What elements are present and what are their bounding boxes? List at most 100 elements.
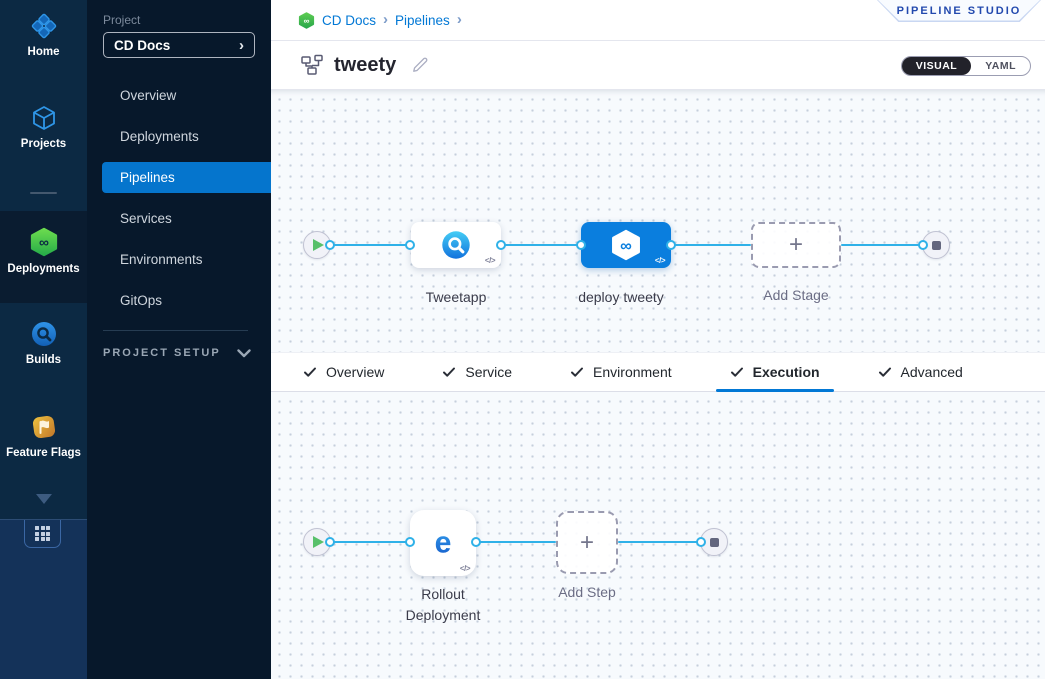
menu-item-deployments[interactable]: Deployments — [120, 129, 199, 144]
chevron-down-icon — [237, 348, 251, 357]
plus-icon: + — [788, 231, 803, 258]
check-icon — [878, 367, 891, 377]
connector-dot[interactable] — [918, 240, 928, 250]
step-node-rollout-deployment[interactable]: e </> — [410, 510, 476, 576]
play-icon — [313, 239, 324, 251]
module-grid-button[interactable] — [24, 520, 61, 548]
breadcrumb: ∞ CD Docs › Pipelines › PIPELINE STUDIO — [271, 0, 1045, 41]
execution-canvas[interactable]: e </> + Rollout Deployment Add Step — [271, 392, 1045, 679]
rail-divider — [30, 192, 57, 194]
menu-item-overview[interactable]: Overview — [120, 88, 177, 103]
toggle-visual-button[interactable]: VISUAL — [901, 57, 972, 75]
tab-overview[interactable]: Overview — [297, 353, 390, 391]
code-icon[interactable]: </> — [459, 564, 471, 573]
stage-label: deploy tweety — [578, 289, 664, 305]
step-label: Rollout Deployment — [405, 586, 481, 623]
tab-execution[interactable]: Execution — [715, 353, 834, 392]
sidebar-item-label: Feature Flags — [6, 447, 81, 459]
menu-item-pipelines[interactable]: Pipelines — [102, 162, 271, 193]
add-stage-button[interactable]: + — [751, 222, 841, 268]
stage-canvas[interactable]: </> ∞ </> + Tweetapp deploy — [271, 90, 1045, 352]
sidebar-item-feature-flags[interactable]: Feature Flags — [0, 413, 87, 460]
project-setup-label: PROJECT SETUP — [103, 347, 221, 359]
code-icon[interactable]: </> — [654, 256, 666, 265]
sidebar-item-label: Projects — [20, 138, 67, 150]
svg-text:∞: ∞ — [620, 237, 632, 255]
project-section-label: Project — [103, 13, 141, 27]
check-icon — [571, 367, 584, 377]
tab-service[interactable]: Service — [436, 353, 518, 391]
svg-text:∞: ∞ — [304, 16, 310, 25]
grid-icon — [35, 526, 50, 541]
add-stage-label: Add Stage — [763, 287, 829, 303]
connector-dot[interactable] — [496, 240, 506, 250]
ci-stage-icon — [442, 231, 470, 259]
connector-line — [618, 541, 701, 543]
builds-icon — [31, 322, 56, 346]
cd-stage-icon: ∞ — [612, 229, 640, 261]
sidebar-item-deployments[interactable]: ∞ Deployments — [0, 211, 87, 303]
edit-pencil-icon[interactable] — [410, 55, 430, 75]
pipeline-icon — [301, 54, 323, 75]
deployments-icon: ∞ — [30, 227, 57, 257]
pipeline-studio-badge-label: PIPELINE STUDIO — [896, 5, 1022, 17]
play-icon — [313, 536, 324, 548]
plus-icon: + — [579, 528, 594, 556]
connector-dot[interactable] — [325, 537, 335, 547]
check-icon — [304, 367, 316, 377]
add-step-label: Add Step — [558, 584, 616, 600]
pipeline-start-node[interactable] — [303, 231, 331, 259]
menu-item-gitops[interactable]: GitOps — [120, 293, 163, 308]
breadcrumb-project-link[interactable]: CD Docs — [322, 12, 377, 28]
connector-dot[interactable] — [405, 240, 415, 250]
main-area: ∞ CD Docs › Pipelines › PIPELINE STUDIO — [271, 0, 1045, 679]
rail-bottom-area — [0, 519, 87, 679]
tab-environment[interactable]: Environment — [564, 353, 678, 391]
panel-divider — [103, 330, 248, 331]
code-icon[interactable]: </> — [484, 256, 496, 265]
toggle-yaml-button[interactable]: YAML — [985, 60, 1016, 72]
view-toggle[interactable]: VISUAL YAML — [900, 56, 1031, 76]
connector-dot[interactable] — [325, 240, 335, 250]
home-icon — [31, 13, 56, 39]
menu-item-environments[interactable]: Environments — [120, 252, 203, 267]
stop-icon — [709, 537, 719, 547]
connector-dot[interactable] — [405, 537, 415, 547]
pipeline-name: tweety — [334, 53, 397, 76]
sidebar-item-label: Builds — [25, 354, 62, 366]
connector-line — [671, 244, 751, 246]
project-setup-toggle[interactable]: PROJECT SETUP — [103, 347, 251, 359]
sidebar-item-projects[interactable]: Projects — [0, 104, 87, 151]
connector-dot[interactable] — [576, 240, 586, 250]
connector-line — [841, 244, 923, 246]
breadcrumb-separator: › — [383, 10, 389, 28]
connector-line — [330, 244, 410, 246]
connector-line — [330, 541, 410, 543]
rail-expand-chevron-down-icon[interactable] — [36, 494, 52, 504]
connector-line — [501, 244, 581, 246]
rolling-deployment-icon: e — [435, 527, 452, 560]
check-icon — [443, 367, 456, 377]
pipeline-title-bar: tweety VISUAL YAML — [271, 41, 1045, 90]
add-step-button[interactable]: + — [556, 511, 618, 574]
connector-dot[interactable] — [471, 537, 481, 547]
tab-advanced[interactable]: Advanced — [872, 353, 969, 391]
pipeline-studio-badge: PIPELINE STUDIO — [877, 0, 1041, 22]
project-selector[interactable]: CD Docs › — [103, 32, 255, 58]
project-menu: Overview Deployments Pipelines Services … — [87, 80, 271, 326]
connector-dot[interactable] — [666, 240, 676, 250]
sidebar-item-home[interactable]: Home — [0, 12, 87, 59]
stage-label: Tweetapp — [425, 289, 487, 305]
breadcrumb-pipelines-link[interactable]: Pipelines — [395, 12, 450, 28]
stage-node-tweetapp[interactable]: </> — [411, 222, 501, 268]
project-selector-value: CD Docs — [114, 37, 171, 53]
menu-item-services[interactable]: Services — [120, 211, 172, 226]
feature-flags-icon — [32, 415, 55, 439]
sidebar-item-builds[interactable]: Builds — [0, 320, 87, 367]
connector-dot[interactable] — [696, 537, 706, 547]
stage-node-deploy-tweety[interactable]: ∞ </> — [581, 222, 671, 268]
svg-text:e: e — [435, 527, 452, 560]
breadcrumb-separator: › — [456, 10, 462, 28]
svg-text:∞: ∞ — [39, 234, 49, 250]
